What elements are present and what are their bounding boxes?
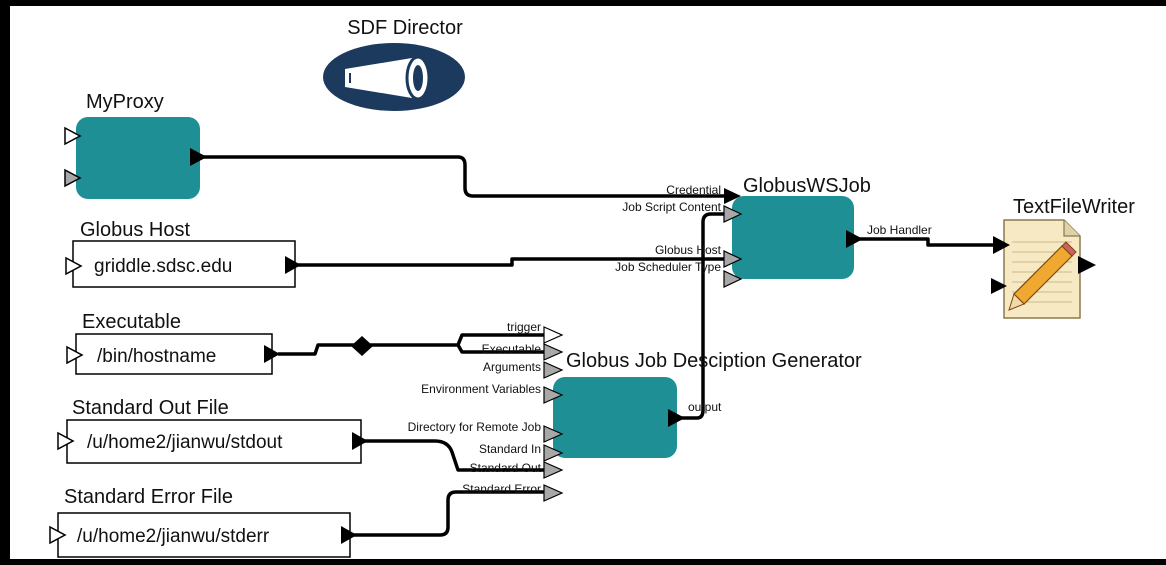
port-output-label: output <box>688 400 722 414</box>
trigger-input-port[interactable] <box>543 326 564 344</box>
stderr-file-box <box>57 512 351 558</box>
job-script-input-port[interactable] <box>723 205 743 223</box>
stderr-file-input-port[interactable] <box>49 525 67 545</box>
director-label: SDF Director <box>347 17 463 39</box>
port-globus-host-label: Globus Host <box>655 243 722 257</box>
globus-host-job-input-port[interactable] <box>723 250 743 268</box>
globus-ws-job-box <box>732 196 854 279</box>
globus-host-param[interactable]: Globus Host griddle.sdsc.edu <box>65 219 301 288</box>
notepad-pencil-icon <box>1003 219 1081 319</box>
job-description-generator-actor[interactable]: Globus Job Desciption Generator trigger … <box>408 320 862 502</box>
standard-out-input-port[interactable] <box>543 461 564 479</box>
job-generator-box <box>553 377 677 458</box>
globus-host-title: Globus Host <box>80 219 190 241</box>
globus-host-input-port[interactable] <box>65 256 83 276</box>
myproxy-label: MyProxy <box>86 91 164 113</box>
globus-ws-job-actor[interactable]: GlobusWSJob Credential Job Script Conten… <box>615 175 932 288</box>
stderr-file-value: /u/home2/jianwu/stderr <box>77 526 270 547</box>
port-standard-error-label: Standard Error <box>462 482 541 496</box>
port-arguments-label: Arguments <box>483 360 541 374</box>
port-job-handler-label: Job Handler <box>867 223 932 237</box>
wire-myproxy-to-credential[interactable] <box>200 155 725 198</box>
globus-host-output-port[interactable] <box>285 256 301 274</box>
port-job-scheduler-label: Job Scheduler Type <box>615 260 721 274</box>
stdout-file-input-port[interactable] <box>57 431 75 451</box>
sdf-director[interactable]: SDF Director <box>323 17 465 111</box>
port-job-script-label: Job Script Content <box>622 200 721 214</box>
wire-stderr-to-generator[interactable] <box>350 490 545 537</box>
directory-input-port[interactable] <box>543 425 564 443</box>
arguments-input-port[interactable] <box>543 361 564 379</box>
job-handler-output-port[interactable] <box>846 230 863 248</box>
executable-input-port-gen[interactable] <box>543 343 564 361</box>
job-generator-label: Globus Job Desciption Generator <box>566 350 862 372</box>
standard-error-input-port[interactable] <box>543 484 564 502</box>
env-vars-input-port[interactable] <box>543 386 564 404</box>
port-standard-in-label: Standard In <box>479 442 541 456</box>
executable-param[interactable]: Executable /bin/hostname <box>66 311 280 375</box>
stderr-file-output-port[interactable] <box>341 526 357 544</box>
credential-input-port[interactable] <box>724 188 741 204</box>
standard-in-input-port[interactable] <box>543 444 564 462</box>
text-file-writer-actor[interactable]: TextFileWriter <box>991 196 1135 319</box>
writer-output-port[interactable] <box>1078 256 1096 274</box>
stderr-file-title: Standard Error File <box>64 486 233 508</box>
writer-input-port-2[interactable] <box>991 278 1007 294</box>
port-executable-label: Executable <box>482 342 542 356</box>
job-scheduler-input-port[interactable] <box>723 270 743 288</box>
wire-trigger-branch[interactable] <box>456 333 545 346</box>
executable-output-port[interactable] <box>264 345 280 363</box>
stdout-file-title: Standard Out File <box>72 397 229 419</box>
myproxy-box <box>76 117 200 199</box>
stdout-file-output-port[interactable] <box>352 432 368 450</box>
port-directory-label: Directory for Remote Job <box>408 420 542 434</box>
port-standard-out-label: Standard Out <box>470 461 542 475</box>
port-trigger-label: trigger <box>507 320 541 334</box>
myproxy-output-port[interactable] <box>190 148 207 166</box>
wire-job-handler-to-writer[interactable] <box>853 237 995 247</box>
globus-host-value: griddle.sdsc.edu <box>94 256 232 277</box>
port-credential-label: Credential <box>666 183 721 197</box>
megaphone-icon <box>345 55 431 101</box>
executable-value: /bin/hostname <box>97 346 216 367</box>
stdout-file-param[interactable]: Standard Out File /u/home2/jianwu/stdout <box>57 397 368 464</box>
stderr-file-param[interactable]: Standard Error File /u/home2/jianwu/stde… <box>49 486 357 558</box>
stdout-file-value: /u/home2/jianwu/stdout <box>87 432 283 453</box>
wire-generator-output-to-job[interactable] <box>677 212 725 420</box>
port-env-vars-label: Environment Variables <box>421 382 541 396</box>
executable-title: Executable <box>82 311 181 333</box>
myproxy-input-port-2[interactable] <box>64 168 82 188</box>
executable-input-port[interactable] <box>66 345 84 365</box>
myproxy-actor[interactable]: MyProxy <box>64 91 207 199</box>
relation-diamond[interactable] <box>351 336 373 356</box>
wire-globus-host-to-job[interactable] <box>295 257 725 267</box>
wire-stdout-to-generator[interactable] <box>360 439 545 472</box>
text-file-writer-label: TextFileWriter <box>1013 196 1135 218</box>
wire-executable-to-generator[interactable] <box>278 343 545 356</box>
globus-ws-job-label: GlobusWSJob <box>743 175 871 197</box>
generator-output-port[interactable] <box>668 409 685 427</box>
myproxy-input-port-1[interactable] <box>64 126 82 146</box>
writer-input-port-1[interactable] <box>993 236 1010 254</box>
